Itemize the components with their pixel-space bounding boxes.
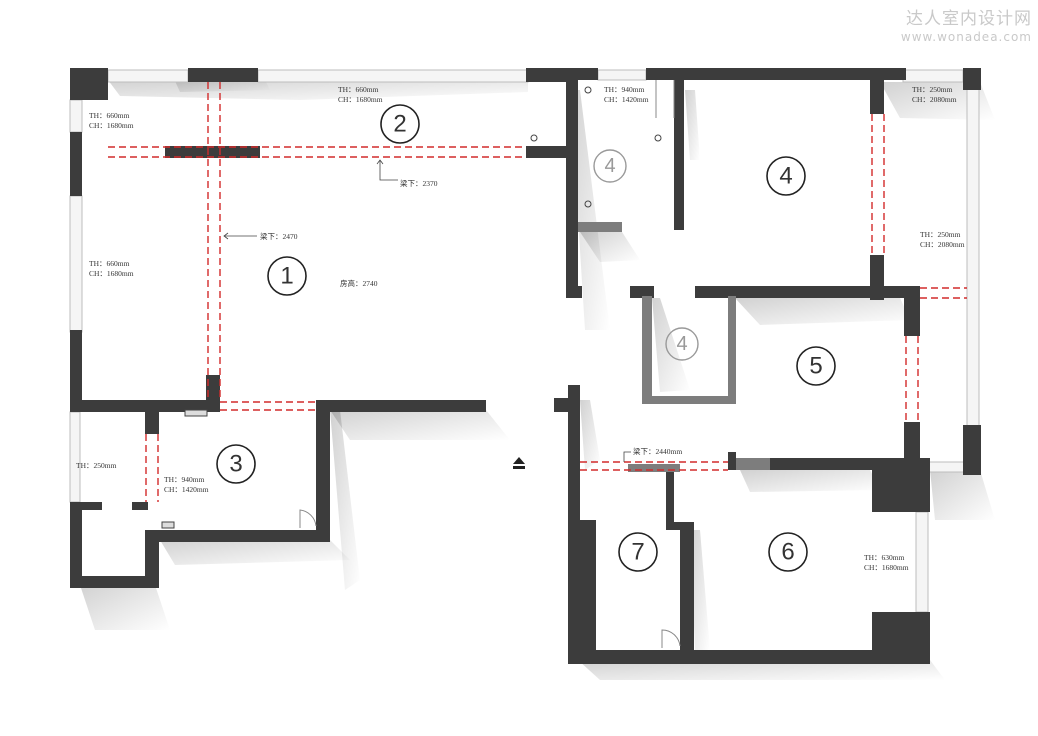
walls — [70, 68, 981, 664]
room-4-closet: 4 — [665, 327, 699, 361]
note-window-west-th: TH：660mm — [89, 259, 130, 268]
room-4-kitchen-label: 4 — [604, 155, 615, 177]
note-ceiling-height: 房高：2740 — [340, 278, 378, 288]
room-7-label: 7 — [631, 539, 644, 566]
note-kitchen-th: TH：940mm — [604, 85, 645, 94]
door-swings — [299, 80, 681, 648]
note-room3-th: TH：940mm — [164, 475, 205, 484]
room-1: 1 — [267, 256, 307, 296]
room-5: 5 — [796, 346, 836, 386]
room-6-label: 6 — [781, 539, 794, 566]
room-3: 3 — [216, 444, 256, 484]
room-5-label: 5 — [809, 353, 822, 380]
note-kitchen-ch: CH：1420mm — [604, 95, 649, 104]
entrance-arrow-icon — [513, 457, 525, 469]
note-window-left-ch: CH：1680mm — [89, 121, 134, 130]
note-window-left-th: TH：660mm — [89, 111, 130, 120]
annotations: TH：660mm CH：1680mm TH：660mm CH：1680mm TH… — [76, 85, 965, 572]
note-window-top-ch: CH：1680mm — [338, 95, 383, 104]
note-balcony-side-th: TH：250mm — [920, 230, 961, 239]
note-balcony-side-ch: CH：2080mm — [920, 240, 965, 249]
leader-lines — [223, 159, 631, 462]
room-4-closet-label: 4 — [676, 333, 687, 355]
note-balcony-top-th: TH：250mm — [912, 85, 953, 94]
room-2: 2 — [380, 104, 420, 144]
room-6: 6 — [768, 532, 808, 572]
room-4-bedroom-label: 4 — [779, 163, 792, 190]
note-beam-2470: 梁下：2470 — [260, 232, 298, 241]
note-room6-ch: CH：1680mm — [864, 563, 909, 572]
note-beam-2440: 梁下：2440mm — [633, 447, 682, 456]
note-beam-2370: 梁下：2370 — [400, 179, 438, 188]
windows — [69, 69, 980, 613]
watermark-url: www.wonadea.com — [900, 30, 1032, 44]
note-window-west-ch: CH：1680mm — [89, 269, 134, 278]
note-room6-th: TH：630mm — [864, 553, 905, 562]
note-bath-th: TH：250mm — [76, 461, 117, 470]
room-2-label: 2 — [393, 111, 406, 138]
room-1-label: 1 — [280, 263, 293, 290]
note-window-top-th: TH：660mm — [338, 85, 379, 94]
room-labels: 1 2 3 4 4 4 5 6 — [216, 104, 836, 572]
room-7: 7 — [618, 532, 658, 572]
room-3-label: 3 — [229, 451, 242, 478]
watermark: 达人室内设计网 www.wonadea.com — [901, 4, 1032, 44]
room-4-kitchen: 4 — [593, 149, 627, 183]
room-4-bedroom: 4 — [766, 156, 806, 196]
note-balcony-top-ch: CH：2080mm — [912, 95, 957, 104]
beam-lines — [108, 82, 967, 502]
light-walls — [578, 222, 770, 472]
fixtures — [161, 86, 662, 529]
watermark-chinese: 达人室内设计网 — [906, 9, 1032, 29]
note-room3-ch: CH：1420mm — [164, 485, 209, 494]
wall-shadows — [80, 70, 995, 680]
